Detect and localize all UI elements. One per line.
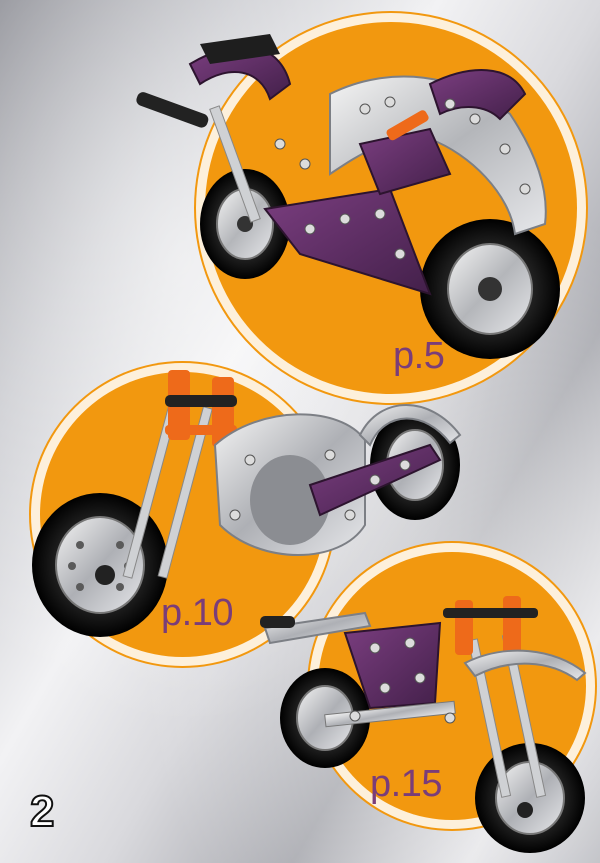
dirt-bike-model-image[interactable] xyxy=(255,588,595,856)
page-ref-dirt-bike[interactable]: p.15 xyxy=(370,763,442,805)
page-ref-sport-bike[interactable]: p.5 xyxy=(393,335,445,377)
front-wheel xyxy=(200,169,290,279)
sport-bike-model-image[interactable] xyxy=(130,24,570,364)
page-number: 2 xyxy=(29,786,56,837)
rear-wheel xyxy=(420,219,560,359)
chopper-bike-model-image[interactable] xyxy=(20,365,465,670)
page-ref-chopper-bike[interactable]: p.10 xyxy=(161,592,233,634)
front-wheel xyxy=(32,493,168,637)
